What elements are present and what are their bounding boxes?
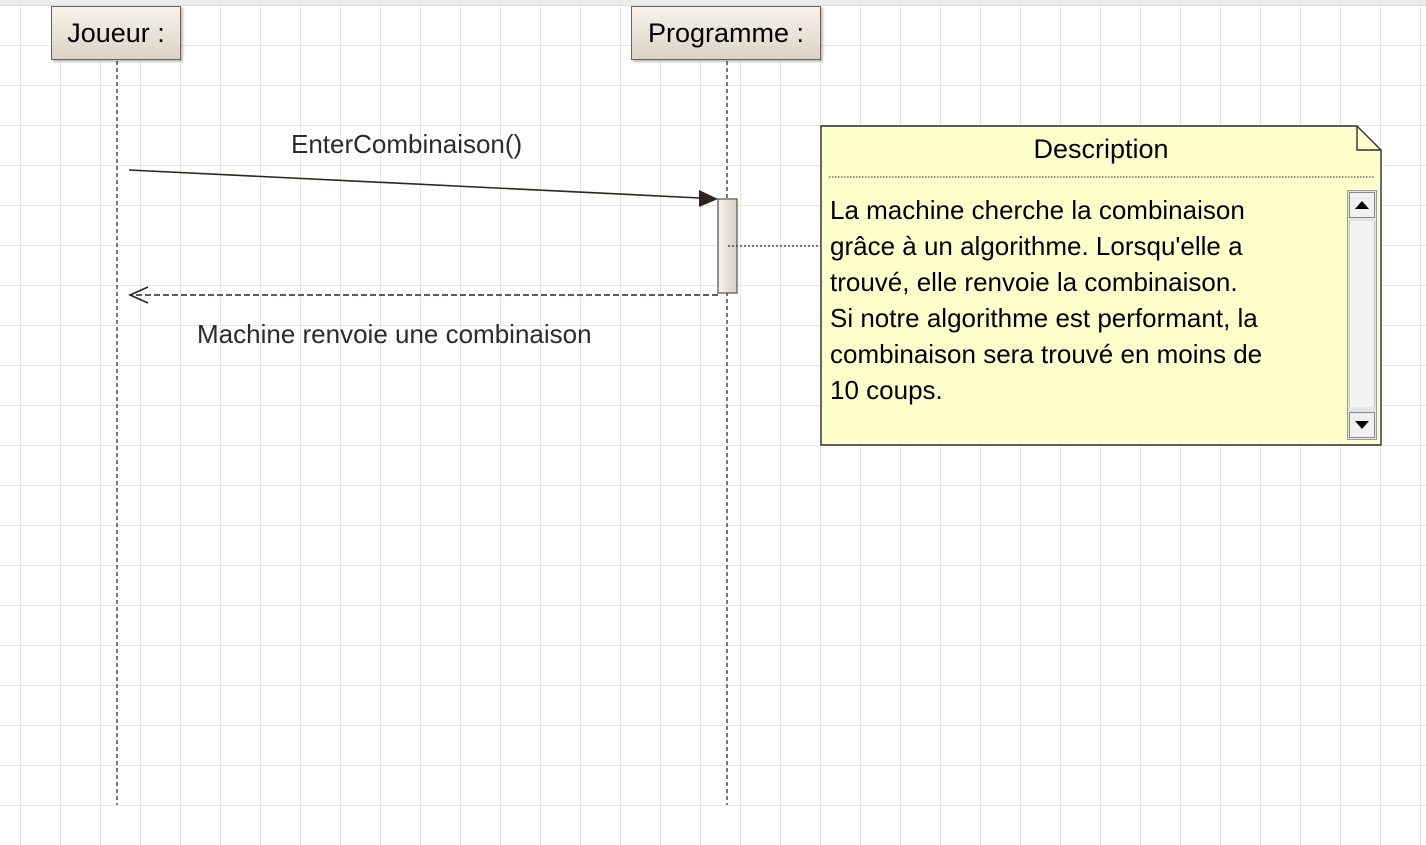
message-enter-arrowhead [699,190,718,207]
note-line: 10 coups. [830,375,943,405]
note-shape [820,125,1382,446]
lifeline-joueur-label: Joueur : [67,17,165,48]
note-body[interactable]: La machine cherche la combinaison grâce … [830,192,1340,408]
scroll-down-button[interactable] [1349,412,1375,438]
arrow-down-icon [1355,421,1369,429]
canvas-top-border [0,0,1426,6]
lifeline-programme-label: Programme : [647,17,805,48]
scrollbar-track[interactable] [1349,221,1375,407]
scroll-up-button[interactable] [1349,192,1375,218]
note-scrollbar[interactable] [1347,190,1377,440]
note-line: La machine cherche la combinaison [830,195,1245,225]
description-note[interactable]: Description La machine cherche la combin… [821,126,1381,445]
arrow-up-icon [1355,201,1369,209]
lifeline-programme-head[interactable]: Programme : [631,6,821,60]
note-line: combinaison sera trouvé en moins de [830,339,1263,369]
note-line: Si notre algorithme est performant, la [830,303,1258,333]
note-line: grâce à un algorithme. Lorsqu'elle a [830,231,1243,261]
message-enter-label: EnterCombinaison() [291,129,523,159]
lifeline-joueur-head[interactable]: Joueur : [51,6,181,60]
note-line: trouvé, elle renvoie la combinaison. [830,267,1238,297]
message-enter-arrow-line[interactable] [128,169,701,199]
message-return-arrowhead [128,286,149,304]
note-title: Description [1033,134,1169,164]
message-return-label: Machine renvoie une combinaison [197,319,592,349]
activation-bar[interactable] [717,198,738,294]
